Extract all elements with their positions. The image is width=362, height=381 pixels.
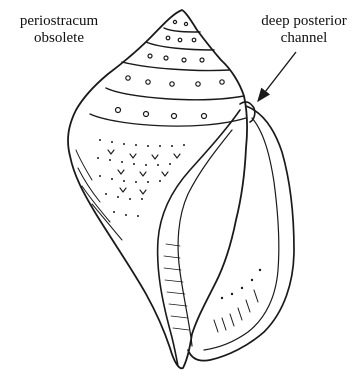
- spire-whorl-4: [106, 88, 244, 100]
- spire-whorl-1: [164, 28, 200, 32]
- columella-hatching: [164, 244, 189, 330]
- body-tubercles: [108, 150, 180, 194]
- left-varix-ridges: [76, 150, 122, 240]
- spire-whorl-3: [122, 62, 230, 71]
- body-whorl-shoulder: [90, 114, 246, 126]
- lip-denticles: [214, 290, 258, 332]
- channel-pointer-arrow: [258, 52, 296, 101]
- columella: [158, 110, 240, 366]
- body-stipple: [97, 139, 185, 217]
- columella-inner: [178, 130, 232, 346]
- shell-outline: [68, 10, 247, 368]
- outer-lip-inner: [204, 118, 279, 350]
- spire-whorl-2: [146, 42, 214, 50]
